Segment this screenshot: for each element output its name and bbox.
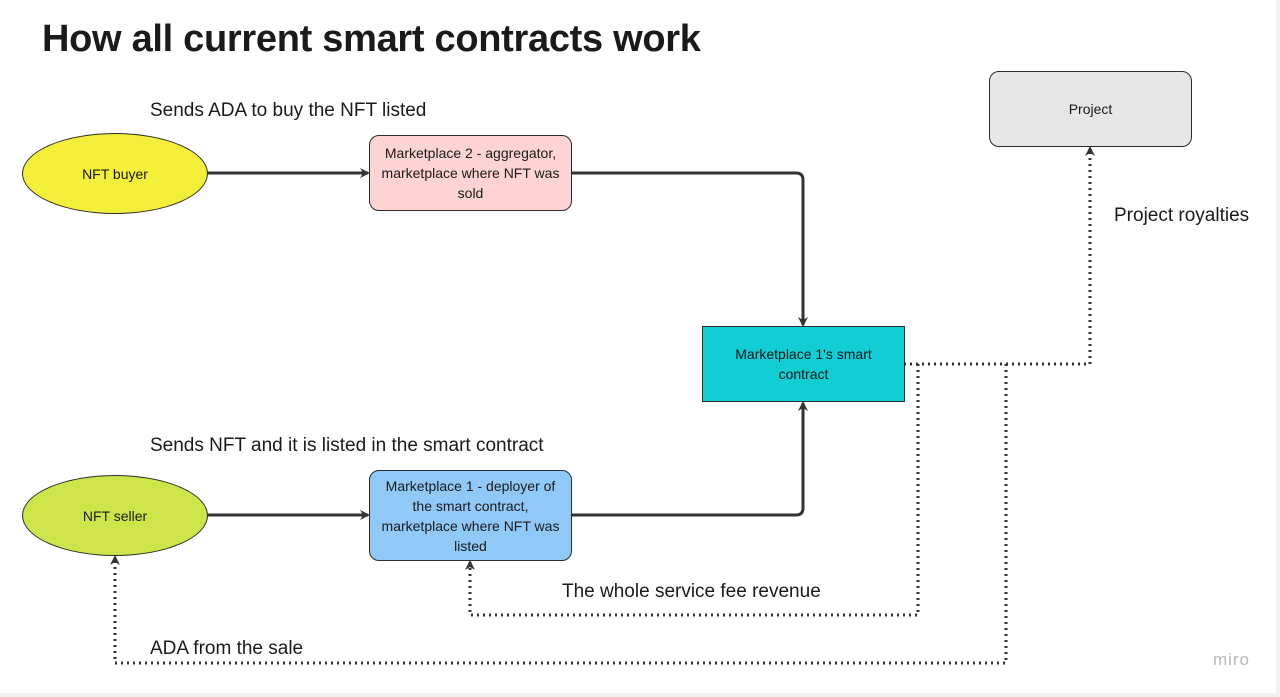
smart-contract-node[interactable]: Marketplace 1's smart contract: [702, 326, 905, 402]
page-title: How all current smart contracts work: [42, 18, 701, 60]
smart-contract-label: Marketplace 1's smart contract: [735, 346, 872, 382]
edge-contract-to-project: [904, 146, 1095, 366]
edge-marketplace-1-to-contract: [571, 401, 808, 517]
nft-buyer-label: NFT buyer: [82, 165, 148, 182]
edge-contract-to-seller: [110, 364, 1008, 665]
project-node[interactable]: Project: [989, 71, 1192, 147]
sale-proceeds-label: ADA from the sale: [150, 638, 304, 659]
nft-buyer-node[interactable]: NFT buyer: [22, 133, 208, 214]
marketplace-2-label: Marketplace 2 - aggregator, marketplace …: [381, 145, 560, 201]
nft-seller-node[interactable]: NFT seller: [22, 475, 208, 556]
project-label: Project: [1068, 101, 1113, 117]
frame-bottom-edge: [0, 693, 1280, 697]
seller-sends-label: Sends NFT and it is listed in the smart …: [150, 435, 544, 456]
frame-right-edge: [1276, 0, 1280, 697]
marketplace-2-node[interactable]: Marketplace 2 - aggregator, marketplace …: [369, 135, 572, 211]
miro-watermark: miro: [1212, 650, 1250, 669]
marketplace-1-node[interactable]: Marketplace 1 - deployer of the smart co…: [369, 470, 572, 561]
marketplace-1-label: Marketplace 1 - deployer of the smart co…: [381, 477, 560, 554]
buyer-sends-label: Sends ADA to buy the NFT listed: [150, 100, 427, 121]
royalties-label: Project royalties: [1114, 205, 1250, 226]
service-fee-label: The whole service fee revenue: [562, 581, 821, 602]
edge-marketplace-2-to-contract: [571, 171, 808, 327]
edge-contract-to-marketplace-1: [465, 364, 920, 617]
nft-seller-label: NFT seller: [82, 507, 148, 524]
